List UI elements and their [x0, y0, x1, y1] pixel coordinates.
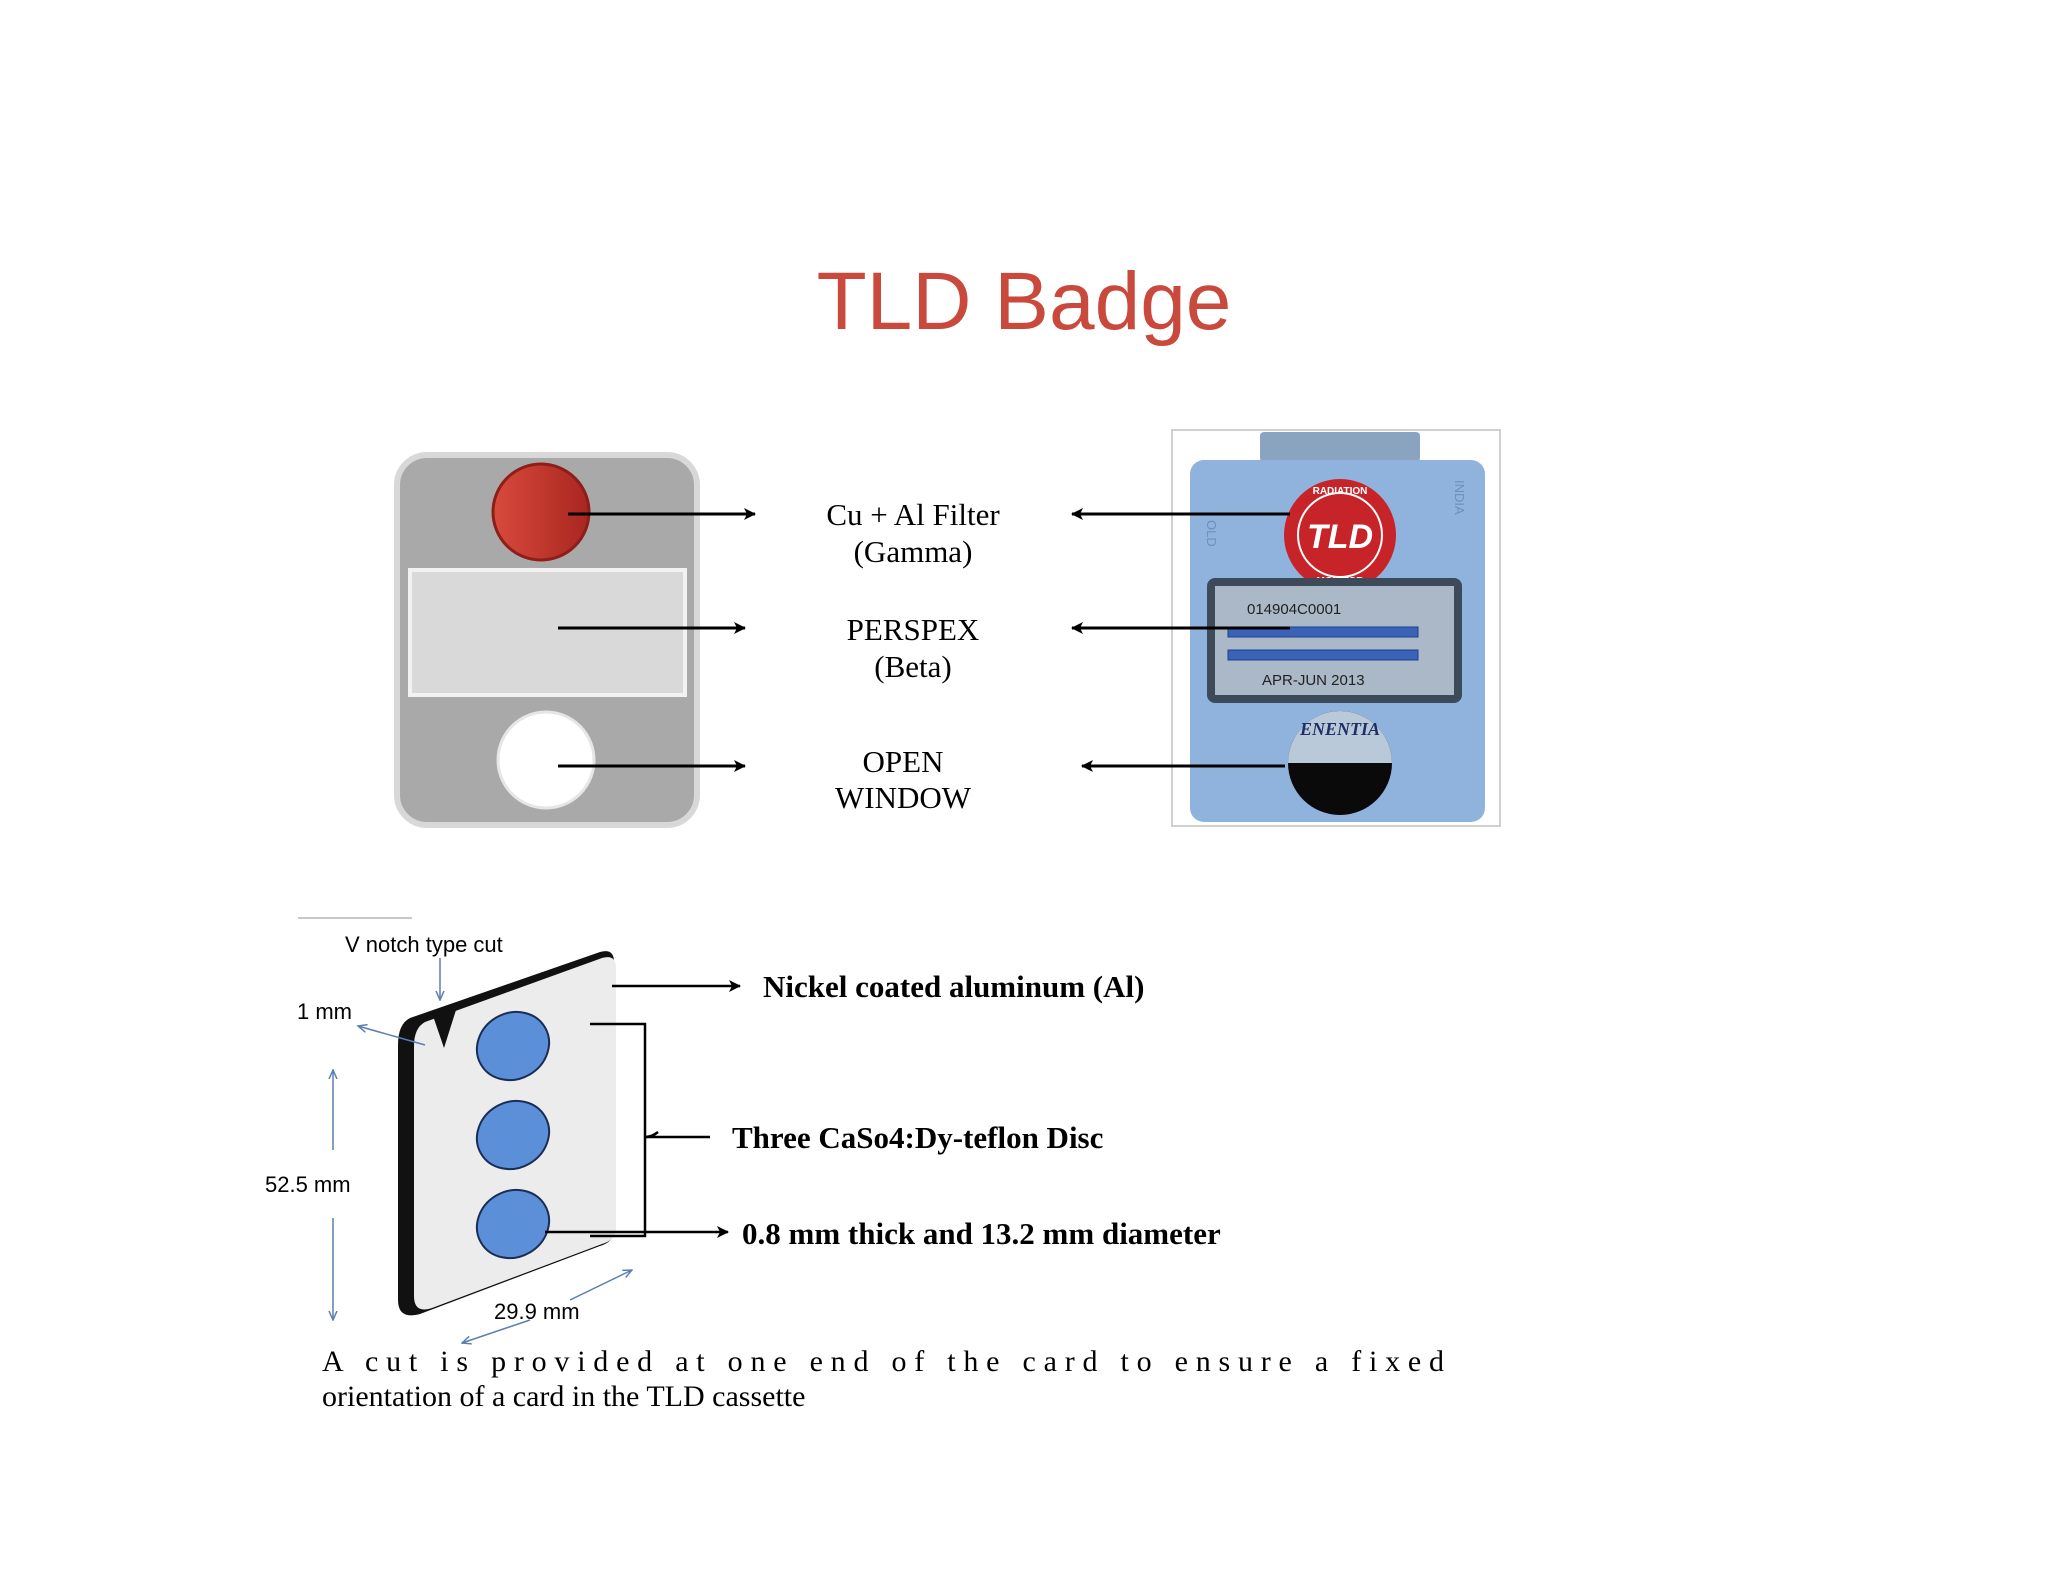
notch-label: V notch type cut	[345, 932, 503, 957]
badge-schematic	[394, 452, 700, 828]
width-label: 29.9 mm	[494, 1299, 580, 1324]
material-label: Nickel coated aluminum (Al)	[763, 969, 1144, 1004]
badge-photo: OLD INDIA RADIATION MONITOR TLD 014904C0…	[1171, 429, 1501, 827]
disc-3	[475, 1188, 551, 1260]
tld-card	[398, 951, 616, 1316]
disc-label: Three CaSo4:Dy-teflon Disc	[732, 1120, 1103, 1155]
photo-clip	[1260, 432, 1420, 462]
thickness-dim-arrow	[358, 1026, 426, 1046]
filter-disc	[491, 462, 591, 562]
width-dim-arrow-right	[569, 1270, 632, 1301]
caption-line1: A cut is provided at one end of the card…	[322, 1345, 1444, 1378]
filter-label-line1: Cu + Al Filter	[826, 497, 1000, 532]
slide-title: TLD Badge	[816, 256, 1232, 347]
photo-period: APR-JUN 2013	[1262, 672, 1365, 689]
perspex-label-line2: (Beta)	[874, 649, 951, 684]
disc-1	[475, 1010, 551, 1082]
photo-side-right: INDIA	[1452, 480, 1467, 515]
height-label: 52.5 mm	[265, 1172, 351, 1197]
disc-size-label: 0.8 mm thick and 13.2 mm diameter	[742, 1216, 1221, 1251]
photo-seal	[1284, 479, 1396, 591]
open-label-line2: WINDOW	[835, 780, 972, 815]
perspex-label-line1: PERSPEX	[847, 612, 980, 647]
photo-seal-text: TLD	[1307, 518, 1373, 556]
filter-label-line2: (Gamma)	[854, 534, 973, 569]
caption-line2: orientation of a card in the TLD cassett…	[322, 1380, 805, 1413]
disc-bracket	[590, 1022, 647, 1238]
photo-card-number: 014904C0001	[1247, 601, 1341, 618]
perspex-window	[408, 568, 687, 697]
open-label-line1: OPEN	[863, 744, 944, 779]
width-dim-arrow-left	[462, 1319, 531, 1343]
photo-side-left: OLD	[1204, 520, 1219, 547]
open-window-circle	[496, 710, 596, 810]
photo-seal-top: RADIATION	[1313, 486, 1368, 497]
disc-2	[475, 1099, 551, 1171]
photo-window-text: ENENTIA	[1299, 719, 1380, 739]
v-notch	[432, 1010, 456, 1048]
thickness-label: 1 mm	[297, 999, 352, 1024]
